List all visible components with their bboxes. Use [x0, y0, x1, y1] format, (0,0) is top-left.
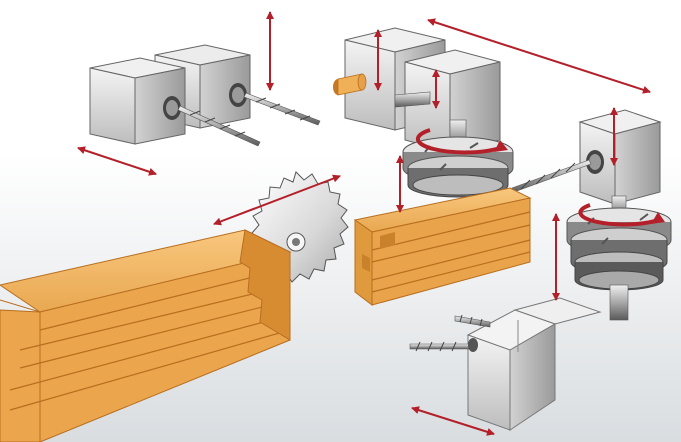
drilling-unit-left [89, 44, 321, 147]
arrow-top-diagonal [427, 18, 651, 94]
movement-arrows [77, 10, 651, 436]
angle-drilling-unit [409, 297, 602, 431]
workpiece-short [353, 187, 532, 307]
workpiece-long [0, 229, 292, 442]
arrow-left-horizontal [77, 146, 157, 176]
arrow-bottom-horizontal [411, 406, 495, 436]
profiling-spindle-upper [394, 49, 514, 198]
profiling-spindle-lower [566, 195, 672, 321]
drilling-unit-right [511, 109, 662, 205]
arrow-saw-diagonal [213, 174, 341, 226]
